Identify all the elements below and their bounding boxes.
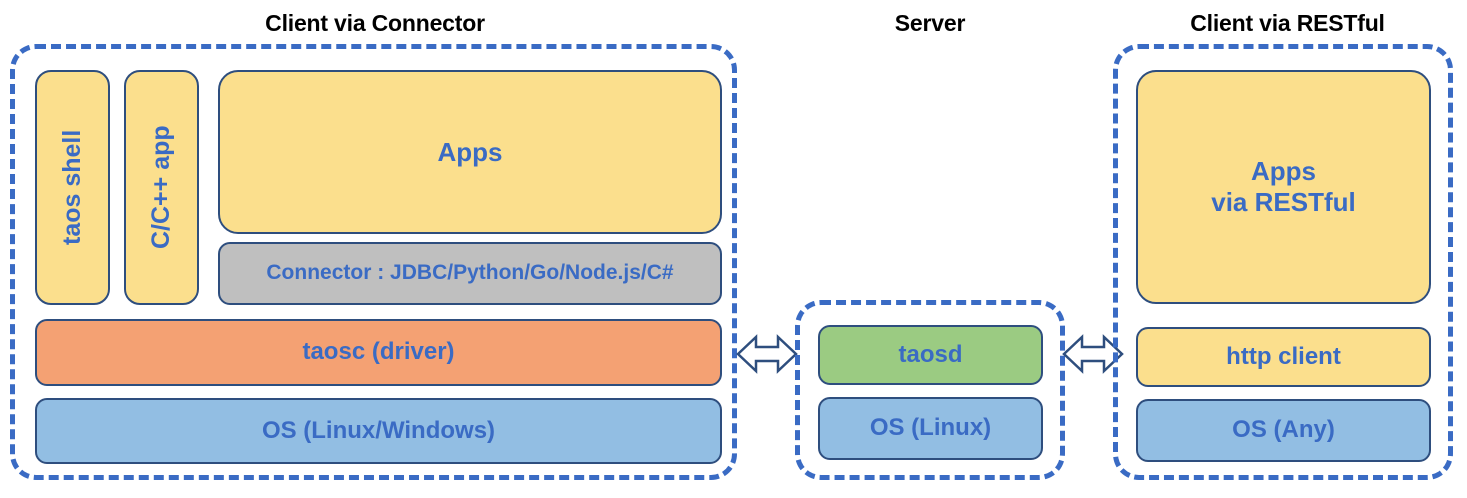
double-arrow-client-to-server	[736, 330, 798, 378]
block-http-client[interactable]: http client	[1136, 327, 1431, 387]
group-server	[795, 300, 1065, 480]
group-client-via-restful	[1113, 44, 1453, 480]
block-connector[interactable]: Connector : JDBC/Python/Go/Node.js/C#	[218, 242, 722, 305]
caption-client-via-connector: Client via Connector	[265, 10, 485, 36]
block-taosd[interactable]: taosd	[818, 325, 1043, 385]
block-taos-shell[interactable]: taos shell	[35, 70, 110, 305]
caption-server: Server	[894, 10, 966, 36]
block-apps[interactable]: Apps	[218, 70, 722, 234]
double-arrow-server-to-restful	[1062, 330, 1124, 378]
block-os-linux-windows[interactable]: OS (Linux/Windows)	[35, 398, 722, 464]
block-taosc-driver[interactable]: taosc (driver)	[35, 319, 722, 386]
block-apps-via-restful[interactable]: Apps via RESTful	[1136, 70, 1431, 304]
block-os-any[interactable]: OS (Any)	[1136, 399, 1431, 462]
block-c-cpp-app[interactable]: C/C++ app	[124, 70, 199, 305]
block-os-linux[interactable]: OS (Linux)	[818, 397, 1043, 460]
group-client-via-connector	[10, 44, 737, 480]
caption-client-via-restful: Client via RESTful	[1190, 10, 1385, 36]
